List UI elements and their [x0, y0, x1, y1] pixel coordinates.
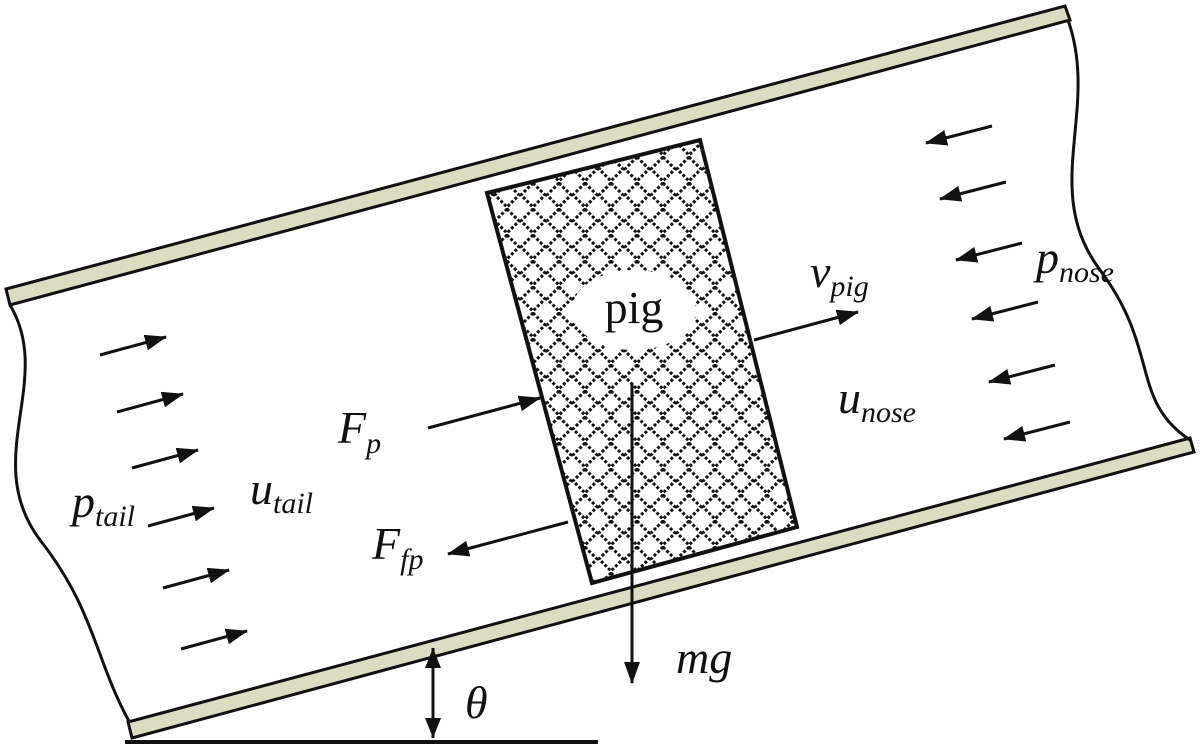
nose-pressure-label: pnose	[1033, 232, 1114, 289]
pipe-left-break-line	[8, 304, 132, 724]
nose-flow-arrow	[988, 363, 1056, 385]
pig-label-background	[572, 270, 696, 350]
tail-pressure-label: ptail	[69, 476, 135, 533]
nose-flow-arrow	[925, 124, 993, 146]
nose-flow-arrow	[955, 241, 1023, 263]
tail-flow-arrow	[116, 391, 184, 414]
pipe-right-break-line	[1066, 19, 1191, 442]
pig-velocity-label: vpig	[810, 246, 869, 303]
nose-flow-arrows	[925, 124, 1071, 442]
pig-velocity-arrow	[753, 309, 859, 342]
pressure-force-label: Fp	[337, 402, 381, 460]
tail-flow-arrow	[180, 628, 248, 651]
friction-force-arrow	[447, 520, 569, 557]
pipe-bottom-wall	[126, 436, 1196, 740]
theta-arrow-bottom	[425, 718, 441, 738]
inclination-angle-label: θ	[465, 677, 488, 728]
nose-velocity-label: unose	[838, 372, 916, 429]
pipe-top-wall	[4, 4, 1072, 307]
tail-flow-arrow	[147, 505, 215, 528]
tail-flow-arrows	[99, 334, 248, 651]
pressure-force-arrow	[427, 395, 541, 430]
friction-force-label: Ffp	[371, 518, 423, 576]
pig-body	[484, 137, 800, 586]
tail-flow-arrow	[99, 334, 167, 357]
pig-label: pig	[605, 282, 664, 333]
nose-flow-arrow	[1003, 420, 1071, 442]
nose-flow-arrow	[971, 300, 1039, 322]
tail-flow-arrow	[131, 447, 199, 470]
tail-flow-arrow	[162, 567, 230, 590]
nose-flow-arrow	[939, 180, 1007, 202]
gravity-force-label: mg	[676, 632, 732, 683]
theta-arrow-top	[425, 648, 441, 668]
tail-velocity-label: utail	[250, 463, 313, 520]
